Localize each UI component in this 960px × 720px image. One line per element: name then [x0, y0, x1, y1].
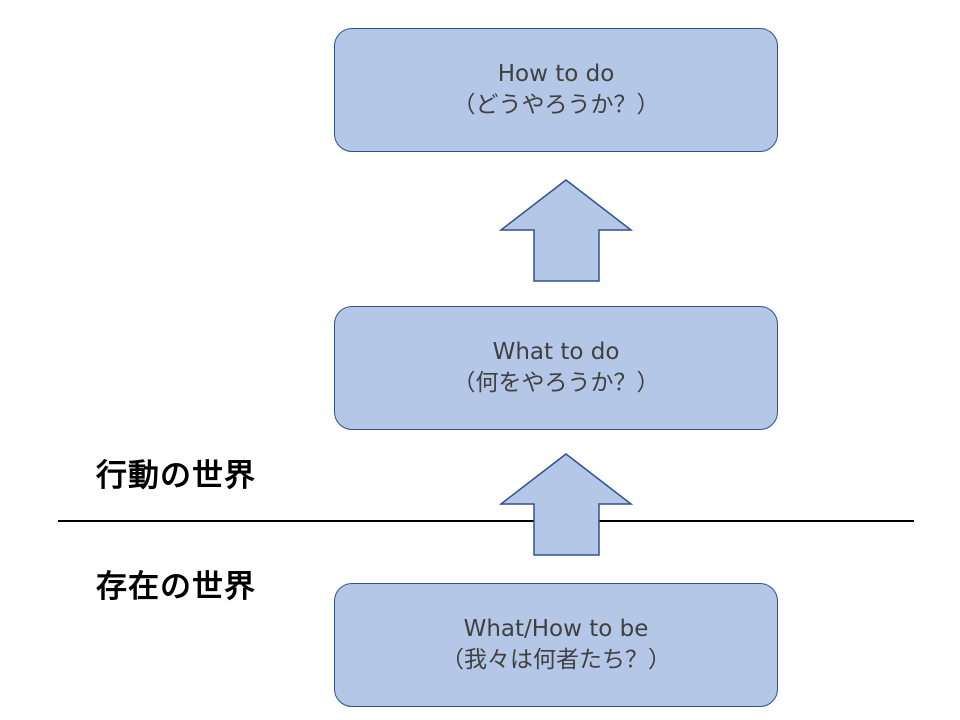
what-how-to-be-subtitle: （我々は何者たち？）: [441, 647, 671, 673]
what-how-to-be-box: What/How to be （我々は何者たち？）: [334, 583, 778, 707]
lower-up-arrow-icon: [498, 453, 634, 556]
world-divider-line: [58, 520, 914, 522]
what-to-do-title: What to do: [492, 339, 620, 365]
how-to-do-box: How to do （どうやろうか？）: [334, 28, 778, 152]
what-to-do-box: What to do （何をやろうか？）: [334, 306, 778, 430]
what-how-to-be-title: What/How to be: [463, 616, 649, 642]
what-to-do-subtitle: （何をやろうか？）: [452, 370, 660, 396]
how-to-do-title: How to do: [497, 61, 615, 87]
how-to-do-subtitle: （どうやろうか？）: [452, 92, 660, 118]
upper-up-arrow-icon: [498, 179, 634, 282]
existence-world-label: 存在の世界: [96, 569, 256, 605]
action-world-label: 行動の世界: [96, 458, 256, 494]
